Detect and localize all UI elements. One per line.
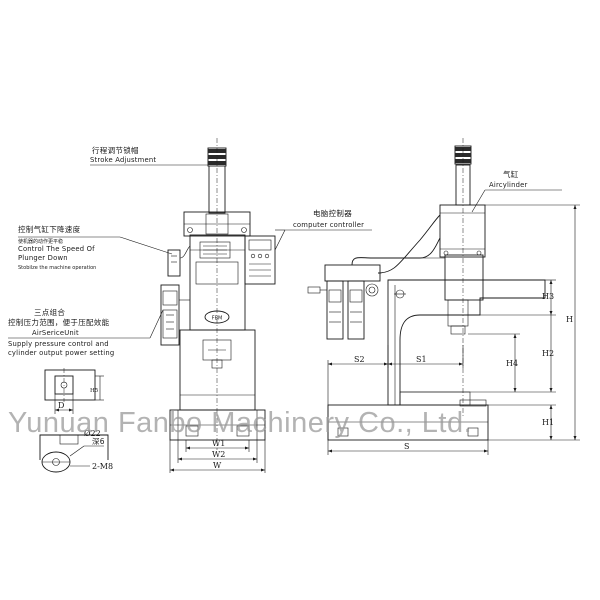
dim-s1: S1 xyxy=(416,355,427,364)
dim-h3: H3 xyxy=(542,292,554,301)
svg-text:Stobilze the machine operation: Stobilze the machine operation xyxy=(18,265,96,271)
front-width-dims: W1 W2 W xyxy=(169,439,266,473)
front-speed-valve xyxy=(167,249,181,277)
dim-w1: W1 xyxy=(212,439,225,448)
svg-text:行程调节锁帽: 行程调节锁帽 xyxy=(92,145,139,155)
dim-depth6: 深6 xyxy=(92,437,105,446)
svg-text:Plunger Down: Plunger Down xyxy=(18,254,68,262)
svg-text:Supply pressure control and: Supply pressure control and xyxy=(8,340,109,348)
front-controller xyxy=(244,235,276,285)
svg-text:AirSericeUnit: AirSericeUnit xyxy=(32,329,79,337)
svg-text:Control The Speed Of: Control The Speed Of xyxy=(18,245,95,253)
dim-h5: H5 xyxy=(90,388,99,394)
dim-s2: S2 xyxy=(354,355,365,364)
dim-2m8: 2-M8 xyxy=(92,462,113,471)
svg-text:Stroke Adjustment: Stroke Adjustment xyxy=(90,156,156,164)
front-lower-body xyxy=(179,329,256,411)
dim-w2: W2 xyxy=(212,450,225,459)
dim-h1: H1 xyxy=(542,418,554,427)
label-computer-controller: 电脑控制器 computer controller xyxy=(274,208,372,251)
label-air-service-unit: 三点组合 控制压力范围，便于压配效能 AirSericeUnit Supply … xyxy=(8,307,164,357)
side-c-frame xyxy=(387,279,546,406)
label-speed-control: 控制气缸下降速度 使机器的动作更平稳 Control The Speed Of … xyxy=(18,224,173,271)
label-air-cylinder: 气缸 Aircylinder xyxy=(471,169,562,213)
side-air-service-unit xyxy=(307,264,406,340)
watermark: Yunuan Fanbo Machinery Co., Ltd. xyxy=(8,407,472,439)
svg-text:cylinder output power setting: cylinder output power setting xyxy=(8,349,114,357)
dim-d: D xyxy=(58,401,64,410)
dim-s: S xyxy=(404,442,409,451)
side-view: S2 S1 S H H3 H2 H1 xyxy=(307,138,580,455)
detail-slot: D H5 xyxy=(44,368,104,414)
svg-text:控制气缸下降速度: 控制气缸下降速度 xyxy=(18,224,81,234)
dim-h4: H4 xyxy=(506,359,518,368)
front-view: FBM xyxy=(160,138,276,473)
svg-text:使机器的动作更平稳: 使机器的动作更平稳 xyxy=(18,238,63,245)
dim-h: H xyxy=(566,315,573,324)
detail-bolt: Ø22 深6 2-M8 xyxy=(39,429,113,473)
side-head xyxy=(444,254,484,301)
svg-text:computer controller: computer controller xyxy=(293,221,364,229)
side-piping xyxy=(351,237,441,266)
side-vertical-dims: H H3 H2 H1 H4 xyxy=(468,204,580,441)
dim-w: W xyxy=(213,461,222,470)
svg-text:三点组合: 三点组合 xyxy=(34,307,65,317)
svg-text:气缸: 气缸 xyxy=(503,169,519,179)
side-horizontal-dims: S2 S1 S xyxy=(327,345,489,455)
dim-dia22: Ø22 xyxy=(84,429,101,438)
label-stroke-adjustment: 行程调节锁帽 Stroke Adjustment xyxy=(90,145,208,166)
svg-text:电脑控制器: 电脑控制器 xyxy=(313,208,352,218)
svg-text:Aircylinder: Aircylinder xyxy=(489,181,528,189)
dim-h2: H2 xyxy=(542,349,554,358)
svg-text:控制压力范围，便于压配效能: 控制压力范围，便于压配效能 xyxy=(8,317,110,327)
